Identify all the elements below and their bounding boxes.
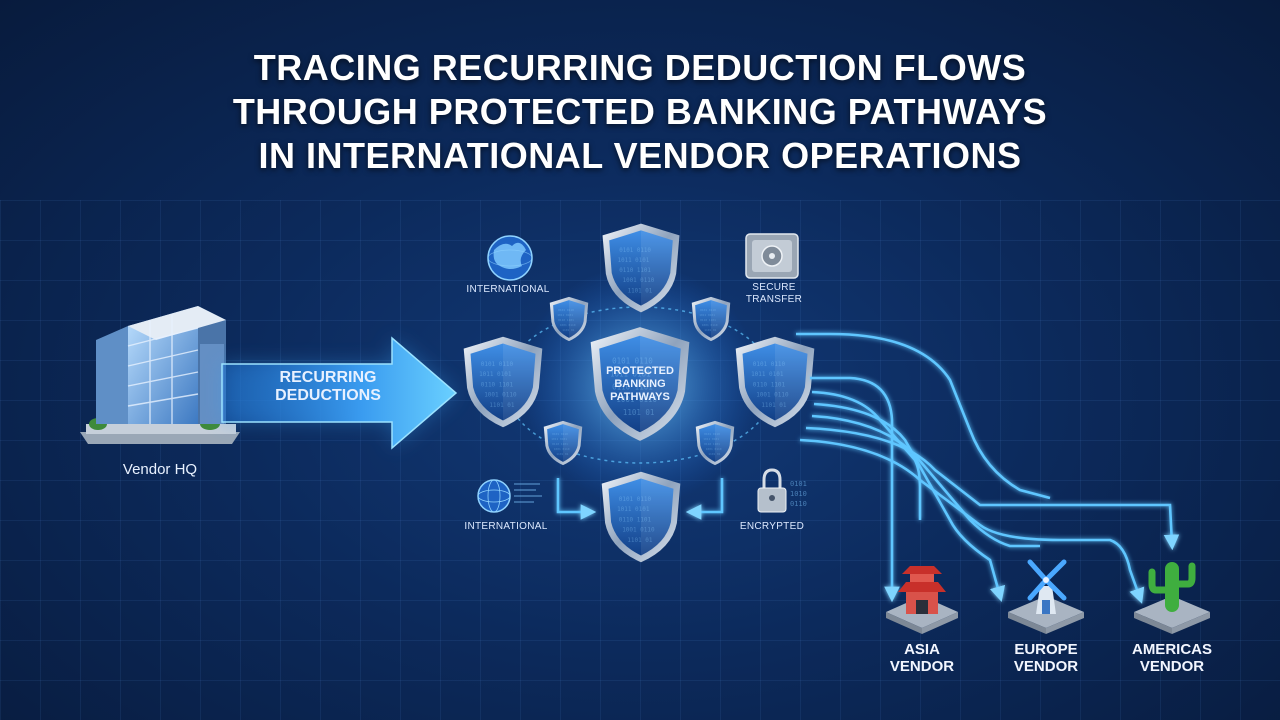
svg-text:1010: 1010 — [790, 490, 807, 498]
secure-transfer-label-line-2: TRANSFER — [746, 294, 802, 305]
europe-vendor-icon — [1008, 559, 1084, 634]
recurring-deductions-arrow: RECURRING DEDUCTIONS — [221, 336, 458, 450]
flow-upper — [796, 332, 1051, 500]
title-line-2: THROUGH PROTECTED BANKING PATHWAYS — [232, 91, 1048, 132]
flow-to-europe-1 — [813, 402, 1006, 603]
vendor-flows — [796, 332, 1180, 604]
secure-transfer-label-line-1: SECURE — [752, 282, 796, 293]
vendor-hq-building-icon — [80, 306, 240, 444]
svg-text:0101: 0101 — [790, 480, 807, 488]
connector-lock-to-shield — [685, 478, 724, 520]
padlock-icon: 0101 1010 0110 — [757, 468, 807, 513]
hub-label-line-1: PROTECTED — [606, 365, 674, 377]
americas-vendor-label-line-1: AMERICAS — [1132, 641, 1212, 658]
americas-vendor-label-line-2: VENDOR — [1140, 658, 1204, 675]
vault-icon — [745, 233, 799, 279]
international-bottom-label: INTERNATIONAL — [464, 521, 547, 532]
title-line-1: TRACING RECURRING DEDUCTION FLOWS — [253, 47, 1027, 88]
vendor-hq-label: Vendor HQ — [123, 461, 197, 478]
europe-vendor-label-line-1: EUROPE — [1014, 641, 1077, 658]
europe-vendor-label-line-2: VENDOR — [1014, 658, 1078, 675]
connector-globe-bottom-to-shield — [556, 478, 597, 520]
page-title: TRACING RECURRING DEDUCTION FLOWS THROUG… — [0, 46, 1280, 178]
asia-vendor-label-line-1: ASIA — [904, 641, 940, 658]
svg-text:0110: 0110 — [790, 500, 807, 508]
shield-bottom-icon — [601, 471, 681, 563]
asia-vendor-icon — [886, 566, 958, 634]
flow-to-americas-1 — [805, 426, 1180, 551]
title-line-3: IN INTERNATIONAL VENDOR OPERATIONS — [258, 135, 1022, 176]
americas-vendor-icon — [1134, 562, 1210, 634]
flow-to-asia-2 — [811, 390, 922, 520]
flow-to-asia-1 — [810, 376, 900, 603]
international-top-label: INTERNATIONAL — [466, 284, 549, 295]
globe-top-icon — [487, 235, 533, 281]
arrow-label-line-2: DEDUCTIONS — [275, 387, 381, 404]
hub-label-line-2: BANKING — [614, 378, 665, 390]
arrow-label-line-1: RECURRING — [280, 369, 377, 386]
hub-label-line-3: PATHWAYS — [610, 391, 670, 403]
asia-vendor-label-line-2: VENDOR — [890, 658, 954, 675]
network-connectors — [497, 252, 781, 520]
flow-to-americas-2 — [799, 438, 1145, 604]
globe-bottom-icon — [477, 479, 542, 513]
encrypted-label: ENCRYPTED — [740, 521, 804, 532]
hub-shield: PROTECTED BANKING PATHWAYS — [590, 327, 690, 441]
